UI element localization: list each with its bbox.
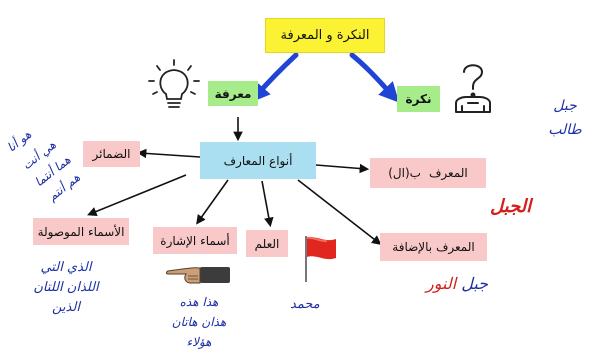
arrow-to-nakira	[349, 52, 400, 103]
idafa-label: المعرف بالإضافة	[392, 240, 475, 254]
arrow-to-relative	[87, 174, 187, 217]
proper-nouns-box: العلم	[246, 230, 288, 257]
demonstrative-label: أسماء الإشارة	[160, 233, 230, 248]
title-box: النكرة و المعرفة	[265, 18, 385, 53]
demonstratives-box: أسماء الإشارة	[153, 227, 237, 254]
marifa-box: معرفة	[208, 81, 258, 106]
demonstrative-examples: هذا هذه هذان هاتان هؤلاء	[171, 295, 227, 349]
definite-with-al-box: المعرف ب(ال)	[370, 158, 486, 188]
arrow-to-idafa	[297, 179, 382, 245]
arrow-to-with-al	[315, 163, 370, 174]
proper-example: محمد	[290, 297, 320, 312]
relative-examples: الذي التي اللذان اللتان الذين	[33, 260, 99, 315]
al-example: الجبل	[490, 196, 531, 217]
with-al-suffix: ب(ال)	[388, 166, 421, 180]
pronouns-label: الضمائر	[92, 147, 131, 161]
with-al-label: المعرف	[428, 166, 468, 180]
idafa-example: جبل النور	[426, 274, 488, 293]
types-heading-text: أنواع المعارف	[223, 153, 293, 168]
pointing-hand-icon	[166, 267, 230, 284]
red-flag-icon	[305, 236, 336, 282]
types-heading-box: أنواع المعارف	[200, 142, 316, 179]
lightbulb-icon	[148, 59, 200, 108]
title-text: النكرة و المعرفة	[280, 28, 370, 43]
idafa-box: المعرف بالإضافة	[380, 233, 487, 261]
nakira-label: نكرة	[405, 92, 432, 106]
indefinite-examples: جبل طالب	[548, 98, 582, 138]
relative-label: الأسماء الموصولة	[37, 224, 125, 239]
question-person-icon	[455, 64, 491, 113]
idafa-example-second: النور	[426, 274, 457, 293]
pronoun-examples: هو أنا هي أنت هما أنتما هم أنتم	[4, 127, 83, 204]
arrow-to-demonstrative	[196, 179, 229, 225]
idafa-example-first: جبل	[461, 274, 489, 293]
al-example-word: الجبل	[490, 196, 532, 217]
pronouns-box: الضمائر	[83, 141, 140, 167]
marifa-label: معرفة	[214, 86, 252, 101]
proper-label: العلم	[254, 236, 280, 251]
relative-nouns-box: الأسماء الموصولة	[33, 218, 129, 245]
arrow-to-marifa	[250, 52, 299, 103]
nakira-box: نكرة	[397, 86, 440, 112]
arrow-to-proper	[261, 180, 274, 228]
arrow-to-pronouns	[136, 148, 201, 159]
